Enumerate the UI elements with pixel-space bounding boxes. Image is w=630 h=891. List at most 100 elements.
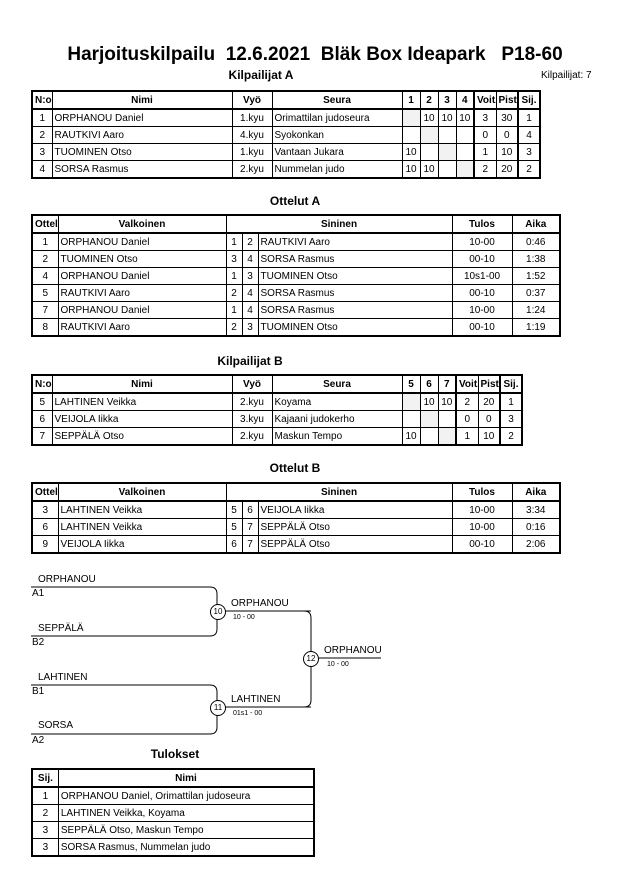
cell-points: 0 — [477, 410, 501, 428]
table-row: 7 ORPHANOU Daniel 1 4 SORSA Rasmus 10-00… — [31, 301, 561, 319]
column-header: Sij. — [499, 374, 523, 394]
table-row: 3 SORSA Rasmus, Nummelan judo — [31, 838, 315, 857]
cell-blue: SEPPÄLÄ Otso — [257, 535, 453, 554]
cell-result: 10-00 — [451, 518, 513, 536]
column-header: Vyö — [231, 90, 273, 110]
match-11-score: 01s1 - 00 — [233, 710, 263, 717]
column-header: Valkoinen — [57, 214, 227, 234]
table-row: 1 ORPHANOU Daniel, Orimattilan judoseura — [31, 786, 315, 805]
bracket-p2-name: SEPPÄLÄ — [38, 623, 84, 634]
cell-blue: SORSA Rasmus — [257, 301, 453, 319]
match-10-score: 10 - 00 — [233, 614, 255, 621]
column-header: Vyö — [231, 374, 273, 394]
cell-time: 0:16 — [511, 518, 561, 536]
column-header: Sij. — [31, 768, 59, 788]
cell-white: RAUTKIVI Aaro — [57, 318, 227, 337]
column-header: Sij. — [517, 90, 541, 110]
table-row: 3 TUOMINEN Otso 1.kyu Vantaan Jukara 10 … — [31, 143, 541, 161]
table-row: 3 LAHTINEN Veikka 5 6 VEIJOLA Iikka 10-0… — [31, 500, 561, 519]
column-header: Nimi — [57, 768, 315, 788]
cell-club: Vantaan Jukara — [271, 143, 403, 161]
cell-wins: 0 — [455, 410, 479, 428]
cell-match-number: 7 — [31, 301, 59, 319]
table-row: 4 SORSA Rasmus 2.kyu Nummelan judo 10 10… — [31, 160, 541, 179]
table-row: 6 VEIJOLA Iikka 3.kyu Kajaani judokerho … — [31, 410, 523, 428]
cell-score — [437, 427, 457, 446]
page-title: Harjoituskilpailu 12.6.2021 Bläk Box Ide… — [67, 44, 563, 65]
cell-rank: 2 — [31, 804, 59, 822]
cell-result: 00-10 — [451, 535, 513, 554]
cell-rank: 2 — [517, 160, 541, 179]
table-row: 9 VEIJOLA Iikka 6 7 SEPPÄLÄ Otso 00-10 2… — [31, 535, 561, 554]
competitors-a-heading: Kilpailijat A — [228, 68, 294, 82]
bracket-p2-seed: B2 — [32, 637, 45, 648]
cell-name: LAHTINEN Veikka, Koyama — [57, 804, 315, 822]
bracket-p4-seed: A2 — [32, 735, 45, 746]
match-10-winner: ORPHANOU — [231, 598, 289, 609]
cell-club: Kajaani judokerho — [271, 410, 403, 428]
competitors-b-heading: Kilpailijat B — [217, 354, 283, 368]
cell-time: 1:19 — [511, 318, 561, 337]
table-header-row: N:o Nimi Vyö Seura 5 6 7 Voit. Pist. Sij… — [31, 374, 523, 394]
cell-match-number: 6 — [31, 518, 59, 536]
matches-b-table: Ottelu Valkoinen Sininen Tulos Aika 3 LA… — [31, 482, 562, 554]
column-header: Aika — [511, 214, 561, 234]
column-header: Sininen — [225, 214, 453, 234]
column-header: N:o — [31, 90, 53, 110]
column-header: 5 — [401, 374, 421, 394]
cell-club: Maskun Tempo — [271, 427, 403, 446]
table-header-row: N:o Nimi Vyö Seura 1 2 3 4 Voit. Pist. S… — [31, 90, 541, 110]
cell-name: ORPHANOU Daniel, Orimattilan judoseura — [57, 786, 315, 805]
table-header-row: Ottelu Valkoinen Sininen Tulos Aika — [31, 482, 561, 502]
match-11-winner: LAHTINEN — [231, 694, 281, 705]
match-12-winner: ORPHANOU — [324, 645, 382, 656]
cell-rank: 3 — [31, 821, 59, 839]
cell-name: SORSA Rasmus — [51, 160, 233, 179]
competitor-count: Kilpailijat: 7 — [541, 70, 592, 81]
match-10-marker: 10 — [210, 604, 226, 620]
column-header: Pist. — [495, 90, 519, 110]
column-header: Seura — [271, 374, 403, 394]
cell-score — [401, 392, 421, 411]
bracket-p4-name: SORSA — [38, 720, 74, 731]
table-row: 3 SEPPÄLÄ Otso, Maskun Tempo — [31, 821, 315, 839]
column-header: Aika — [511, 482, 561, 502]
cell-belt: 3.kyu — [231, 410, 273, 428]
match-12-marker: 12 — [303, 651, 319, 667]
cell-time: 0:37 — [511, 284, 561, 302]
bracket-p1-seed: A1 — [32, 588, 45, 599]
cell-white: ORPHANOU Daniel — [57, 301, 227, 319]
competitors-b-table: N:o Nimi Vyö Seura 5 6 7 Voit. Pist. Sij… — [31, 374, 523, 446]
table-row: 7 SEPPÄLÄ Otso 2.kyu Maskun Tempo 10 1 1… — [31, 427, 523, 446]
table-row: 1 ORPHANOU Daniel 1.kyu Orimattilan judo… — [31, 108, 541, 127]
cell-result: 10-00 — [451, 301, 513, 319]
cell-name: SEPPÄLÄ Otso, Maskun Tempo — [57, 821, 315, 839]
cell-time: 2:06 — [511, 535, 561, 554]
bracket-p1-name: ORPHANOU — [38, 574, 96, 585]
cell-rank: 3 — [517, 143, 541, 161]
cell-blue: SEPPÄLÄ Otso — [257, 518, 453, 536]
table-row: 5 LAHTINEN Veikka 2.kyu Koyama 10 10 2 2… — [31, 392, 523, 411]
table-row: 2 LAHTINEN Veikka, Koyama — [31, 804, 315, 822]
column-header: Seura — [271, 90, 403, 110]
competitors-a-table: N:o Nimi Vyö Seura 1 2 3 4 Voit. Pist. S… — [31, 90, 541, 179]
matches-b-heading: Ottelut B — [269, 461, 321, 475]
matches-a-table: Ottelu Valkoinen Sininen Tulos Aika 1 OR… — [31, 214, 562, 337]
column-header: Sininen — [225, 482, 453, 502]
table-row: 6 LAHTINEN Veikka 5 7 SEPPÄLÄ Otso 10-00… — [31, 518, 561, 536]
cell-belt: 2.kyu — [231, 160, 273, 179]
column-header: 3 — [437, 90, 457, 110]
cell-name: SORSA Rasmus, Nummelan judo — [57, 838, 315, 857]
table-row: 8 RAUTKIVI Aaro 2 3 TUOMINEN Otso 00-10 … — [31, 318, 561, 337]
cell-blue: TUOMINEN Otso — [257, 267, 453, 285]
column-header: Valkoinen — [57, 482, 227, 502]
cell-time: 1:24 — [511, 301, 561, 319]
results-table: Sij. Nimi 1 ORPHANOU Daniel, Orimattilan… — [31, 768, 315, 857]
table-header-row: Ottelu Valkoinen Sininen Tulos Aika — [31, 214, 561, 234]
cell-rank: 3 — [31, 838, 59, 857]
cell-rank: 2 — [499, 427, 523, 446]
table-row: 4 ORPHANOU Daniel 1 3 TUOMINEN Otso 10s1… — [31, 267, 561, 285]
cell-score — [455, 160, 475, 179]
bracket-p3-seed: B1 — [32, 686, 45, 697]
